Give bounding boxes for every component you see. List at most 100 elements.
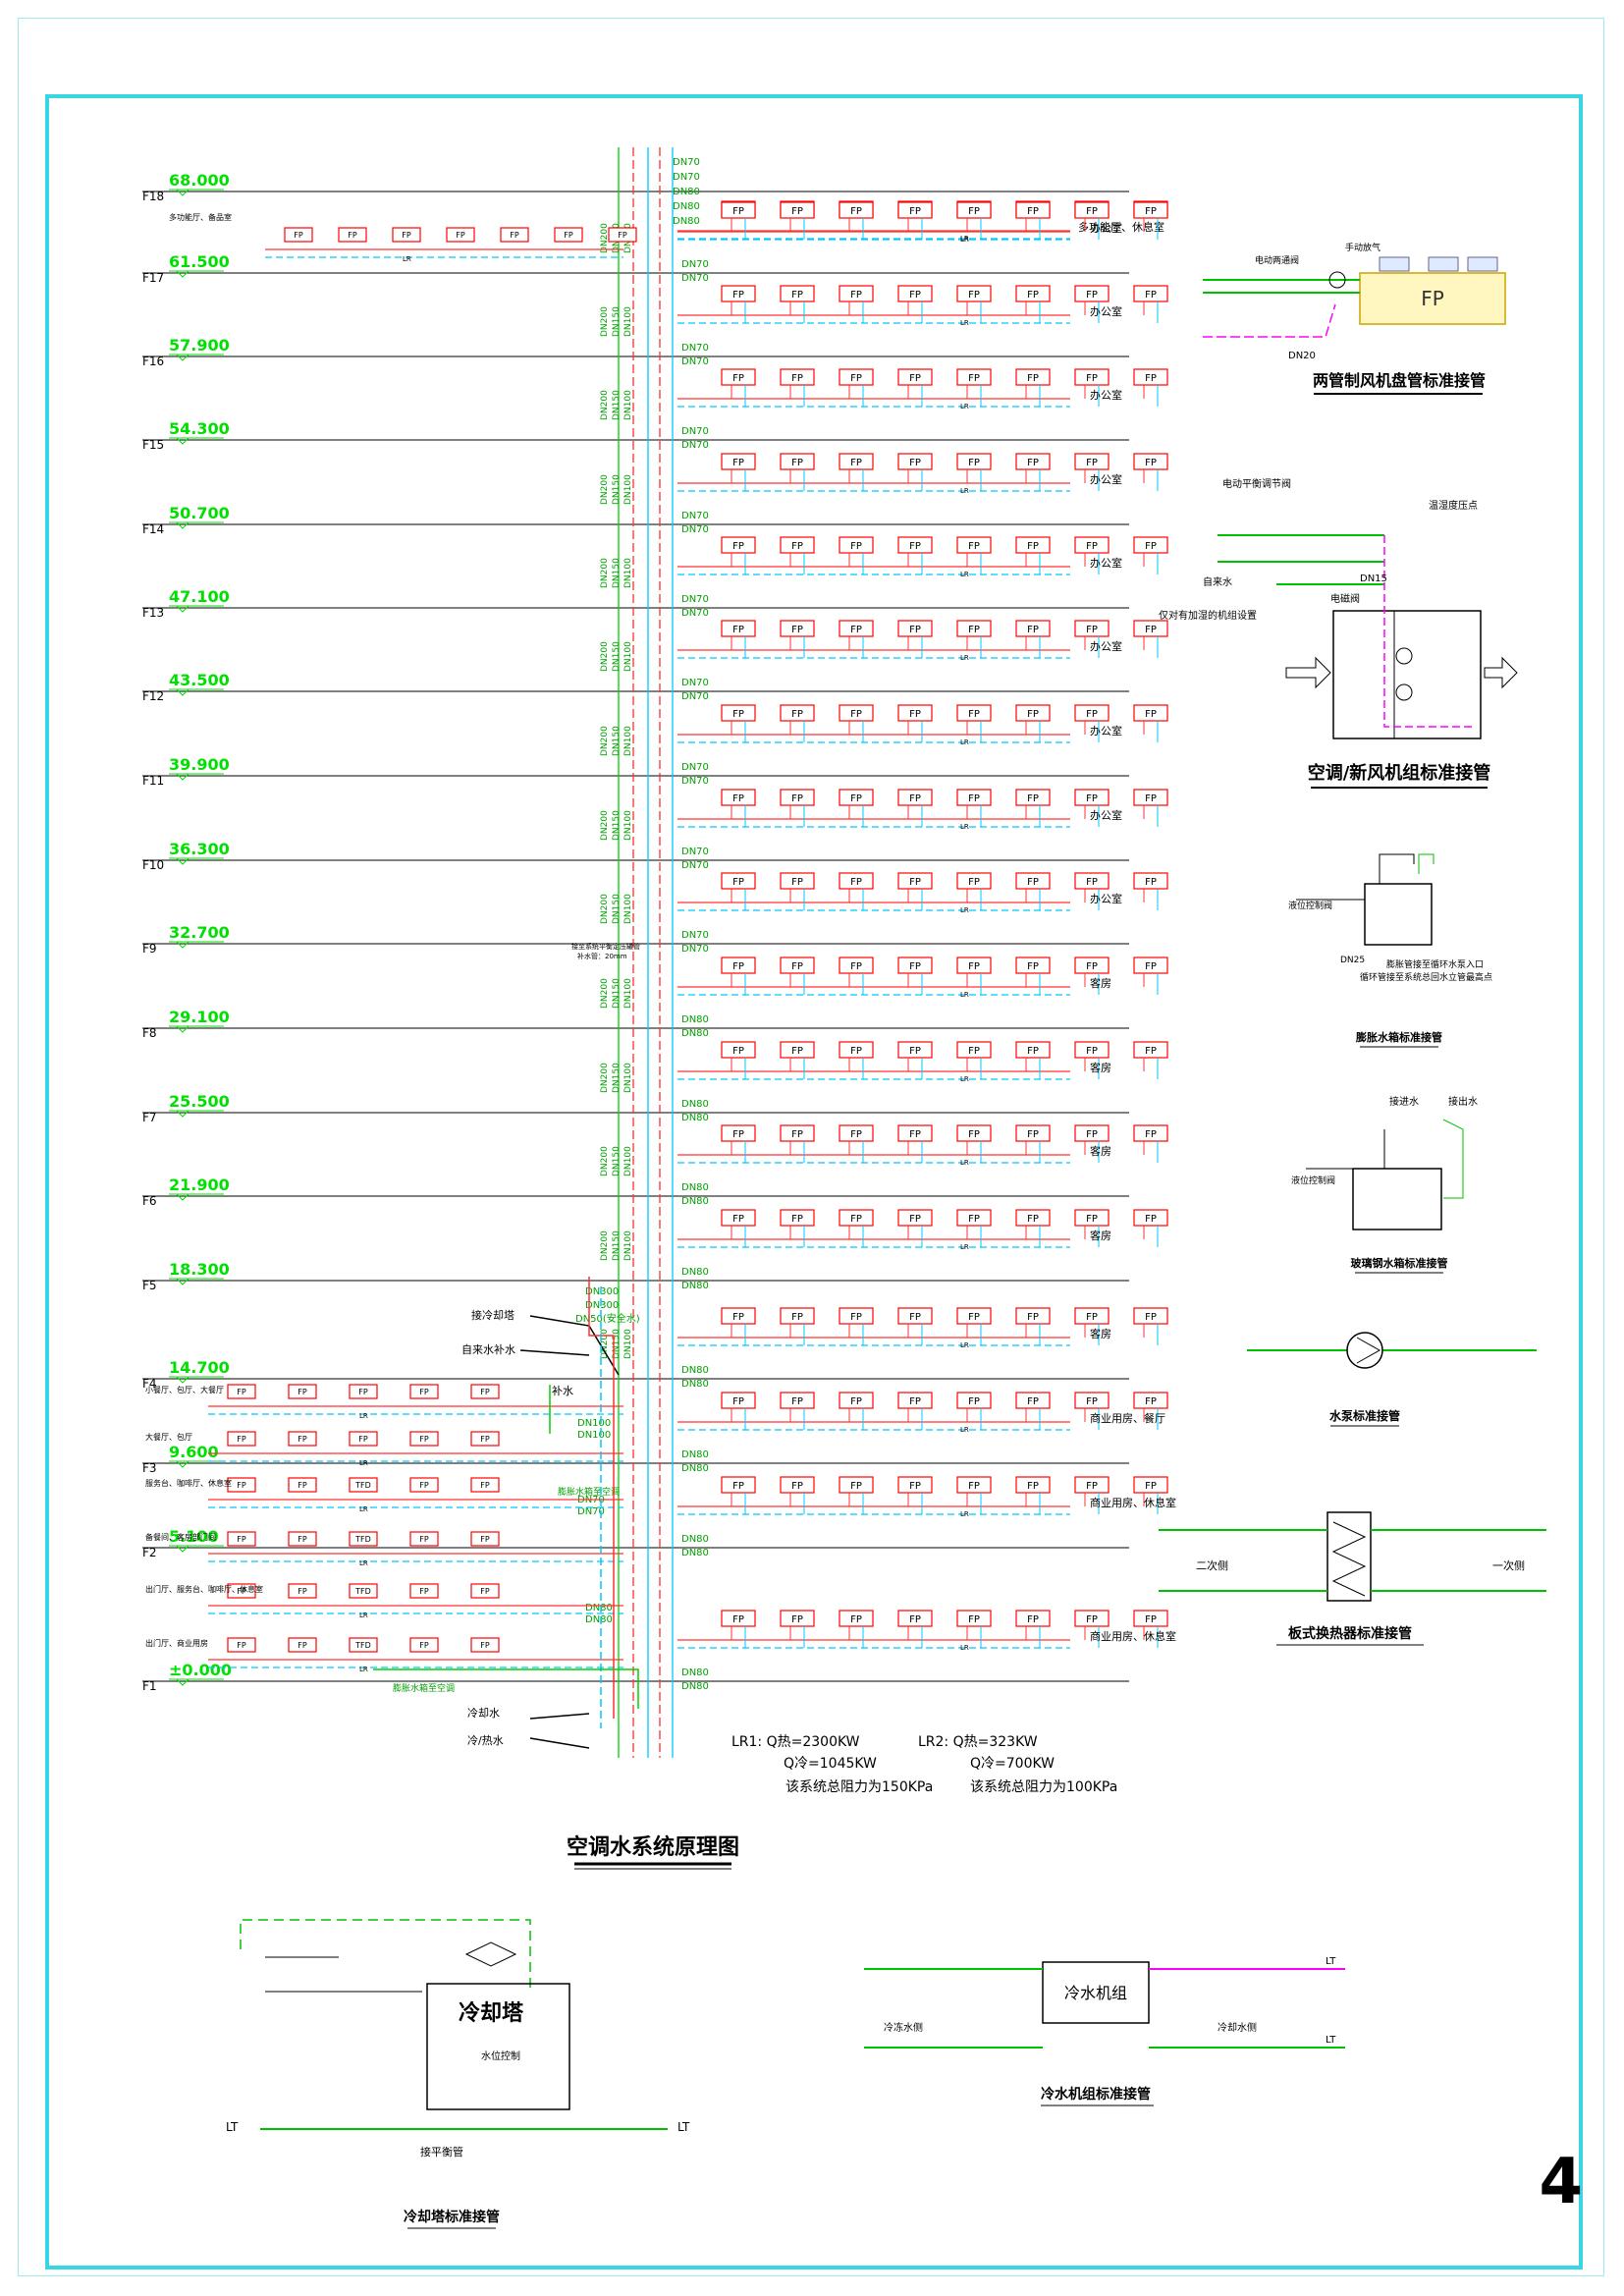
- left-fan-coil-unit: [227, 1431, 256, 1447]
- drawing-frame: [45, 94, 1583, 2269]
- floor-elevation: 32.700: [169, 923, 230, 942]
- left-fan-coil-unit: [470, 1431, 500, 1447]
- left-fan-coil-unit: [349, 1583, 378, 1599]
- riser-size-label: DN100: [623, 1329, 633, 1359]
- room-label: 办公室: [1090, 304, 1122, 318]
- branch-size-label: DN80: [681, 1182, 709, 1193]
- elevation-marker-icon: [176, 1545, 189, 1553]
- left-fan-coil-unit: [288, 1431, 317, 1447]
- riser-size-label: DN150: [612, 978, 622, 1009]
- fan-coil-label: FP: [909, 1129, 921, 1140]
- fan-coil-label: FP: [1086, 1312, 1098, 1323]
- cooling-tower-name: 冷却塔: [459, 2000, 524, 2026]
- fan-coil-label: FP: [791, 541, 803, 552]
- fan-coil-label: FP: [909, 458, 921, 468]
- fan-coil-unit: [721, 1307, 756, 1325]
- cooling-tower-box: [426, 1983, 570, 2110]
- lr-label: LR: [960, 1426, 969, 1434]
- floor-elevation: 18.300: [169, 1260, 230, 1279]
- lr-label: LR: [960, 991, 969, 999]
- chiller-lt-2: LT: [1326, 2035, 1336, 2046]
- fp-valve-label: 电动两通阀: [1255, 254, 1299, 266]
- fan-coil-unit: [1015, 368, 1051, 386]
- fan-coil-label: FP: [732, 1481, 744, 1492]
- branch-size-label: DN70: [681, 930, 709, 941]
- lr-label: LR: [960, 235, 969, 243]
- fan-coil-label: FP: [1027, 290, 1039, 301]
- left-fan-coil-unit: [288, 1477, 317, 1493]
- fan-coil-label: FP: [968, 1481, 980, 1492]
- fan-coil-label: FP: [850, 1129, 862, 1140]
- fan-coil-unit: [897, 872, 933, 890]
- fan-coil-label: FP: [1145, 1396, 1157, 1407]
- fan-coil-label: FP: [850, 1312, 862, 1323]
- fan-coil-label: FP: [1027, 793, 1039, 804]
- left-fan-coil-label: FP: [237, 1641, 246, 1650]
- cooling-tower-lt-left: LT: [226, 2120, 239, 2134]
- plate-hx-primary: 一次侧: [1492, 1558, 1525, 1572]
- fan-coil-label: FP: [968, 1214, 980, 1225]
- left-lr-label: LR: [359, 1505, 368, 1513]
- left-fan-coil-label: FP: [419, 1388, 429, 1396]
- fan-coil-label: FP: [850, 541, 862, 552]
- left-room-label: 服务台、咖啡厅、休息室: [145, 1478, 232, 1488]
- fan-coil-unit: [897, 1610, 933, 1627]
- fan-coil-unit: [839, 1476, 874, 1494]
- left-fan-coil-unit: [288, 1384, 317, 1399]
- branch-size-label: DN70: [681, 356, 709, 367]
- fan-coil-label: FP: [732, 541, 744, 552]
- elevation-marker-icon: [176, 1110, 189, 1118]
- lr-label: LR: [960, 654, 969, 662]
- fan-coil-unit: [1074, 285, 1110, 302]
- fan-coil-unit: [839, 1124, 874, 1142]
- fan-coil-unit: [1074, 704, 1110, 722]
- fan-coil-unit: [897, 704, 933, 722]
- fan-coil-unit: [956, 1124, 992, 1142]
- fan-coil-unit: [956, 957, 992, 974]
- fan-coil-label: FP: [968, 458, 980, 468]
- floor-elevation: 21.900: [169, 1175, 230, 1194]
- ahu-valve-label: 电动平衡调节阀: [1222, 477, 1291, 490]
- fan-coil-unit: [780, 620, 815, 637]
- outer-frame: [18, 18, 1604, 2276]
- riser-size-label: DN150: [612, 1230, 622, 1261]
- left-fan-coil-label: FP: [618, 231, 627, 240]
- branch-size-label: DN80: [681, 1548, 709, 1558]
- left-fan-coil-unit: [500, 227, 529, 243]
- callout-supply-water: 补水: [552, 1385, 573, 1397]
- fan-coil-unit: [721, 789, 756, 806]
- pipe-size-label: DN80: [673, 216, 700, 227]
- branch-size-label: DN70: [681, 273, 709, 284]
- elevation-marker-icon: [176, 773, 189, 781]
- elevation-marker-icon: [176, 1460, 189, 1468]
- callout-tap-water: 自来水补水: [461, 1343, 515, 1356]
- branch-size-label: DN80: [681, 1267, 709, 1278]
- fan-coil-unit: [839, 872, 874, 890]
- room-label: 商业用房、休息室: [1090, 1629, 1176, 1643]
- plate-hx-box: [1326, 1511, 1372, 1602]
- lower-pipe-label: DN300: [585, 1300, 619, 1311]
- fan-coil-label: FP: [1145, 625, 1157, 635]
- left-fan-coil-label: FP: [480, 1641, 490, 1650]
- fan-coil-unit: [839, 285, 874, 302]
- fan-coil-unit: [956, 453, 992, 470]
- fan-coil-unit: [1133, 285, 1168, 302]
- expansion-detail-title: 膨胀水箱标准接管: [1355, 1030, 1442, 1044]
- fan-coil-label: FP: [1086, 541, 1098, 552]
- fan-coil-unit: [839, 1392, 874, 1409]
- frp-tank-box: [1352, 1168, 1442, 1230]
- fan-coil-unit: [897, 536, 933, 554]
- left-fan-coil-unit: [409, 1431, 439, 1447]
- fan-coil-label: FP: [732, 1129, 744, 1140]
- floor-id-F1: F1: [142, 1679, 157, 1693]
- left-fan-coil-label: TFD: [354, 1535, 371, 1544]
- left-fan-coil-label: FP: [298, 1587, 307, 1596]
- elevation-marker-icon: [176, 1278, 189, 1285]
- branch-size-label: DN70: [681, 762, 709, 773]
- fan-coil-unit: [897, 1041, 933, 1059]
- fan-coil-unit: [897, 1392, 933, 1409]
- fan-coil-unit: [897, 285, 933, 302]
- left-lr-label: LR: [359, 1459, 368, 1467]
- left-fan-coil-unit: [392, 227, 421, 243]
- fan-coil-unit: [1133, 1124, 1168, 1142]
